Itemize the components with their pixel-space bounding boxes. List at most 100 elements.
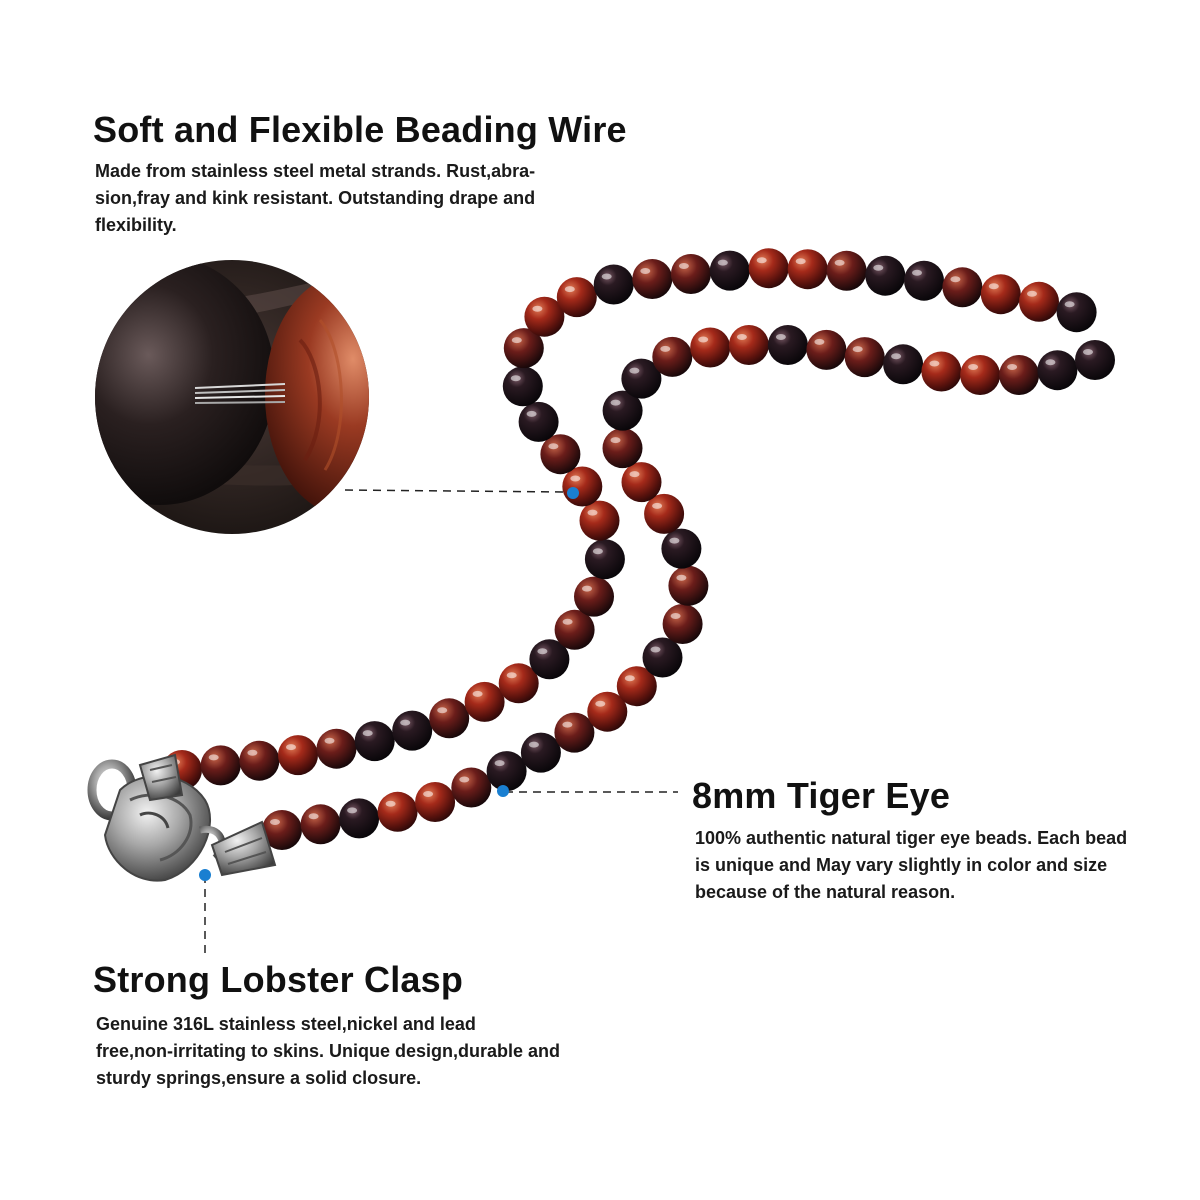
- bead-highlight: [537, 648, 548, 655]
- bead: [1037, 350, 1078, 391]
- bead-highlight: [400, 719, 411, 726]
- bead: [602, 428, 643, 469]
- clasp-description-line: Genuine 316L stainless steel,nickel and …: [96, 1014, 476, 1034]
- clasp-description-line: free,non-irritating to skins. Unique des…: [96, 1041, 561, 1061]
- bead-highlight: [629, 367, 640, 374]
- bead: [464, 681, 505, 722]
- bead: [661, 528, 702, 569]
- bead-highlight: [564, 286, 575, 293]
- bead-highlight: [270, 819, 280, 825]
- wire-description-line: Made from stainless steel metal strands.…: [95, 161, 536, 181]
- bead-highlight: [570, 475, 581, 482]
- bead: [502, 366, 543, 407]
- bead: [883, 344, 924, 385]
- bead: [709, 250, 750, 291]
- bead-highlight: [247, 749, 258, 756]
- bead-highlight: [548, 443, 559, 450]
- bead: [278, 735, 318, 776]
- bead: [787, 249, 828, 290]
- bead: [1056, 292, 1097, 333]
- bead: [865, 255, 906, 296]
- bead: [767, 325, 808, 365]
- bead-highlight: [717, 259, 728, 266]
- bead-highlight: [308, 813, 319, 820]
- bead: [668, 565, 709, 606]
- bead: [429, 698, 470, 739]
- bead: [960, 355, 1001, 395]
- clasp-description: Genuine 316L stainless steel,nickel and …: [96, 1011, 616, 1092]
- bead: [316, 728, 357, 769]
- bead-highlight: [208, 754, 219, 761]
- bead-highlight: [640, 268, 651, 274]
- bead-highlight: [650, 646, 661, 653]
- bead-highlight: [660, 345, 671, 352]
- bead-highlight: [1007, 364, 1018, 370]
- bead: [579, 500, 620, 541]
- bead: [451, 767, 492, 808]
- bead-highlight: [423, 791, 434, 797]
- bead: [942, 267, 983, 308]
- wire-description: Made from stainless steel metal strands.…: [95, 158, 655, 239]
- bead-highlight: [988, 283, 999, 290]
- bead-highlight: [610, 437, 621, 444]
- bead: [844, 337, 885, 378]
- bead-highlight: [601, 273, 612, 280]
- bead: [392, 710, 433, 751]
- bead-highlight: [562, 721, 573, 728]
- bead-highlight: [736, 334, 747, 340]
- bead-highlight: [532, 305, 543, 312]
- bead-highlight: [324, 737, 335, 744]
- bead-highlight: [670, 613, 681, 619]
- bead-highlight: [814, 338, 825, 345]
- bead-highlight: [286, 744, 296, 751]
- bead: [728, 325, 769, 365]
- bead-highlight: [1064, 301, 1075, 308]
- bead: [621, 462, 662, 503]
- bead: [486, 751, 527, 792]
- bead: [574, 576, 614, 617]
- lobster-clasp-image: [87, 753, 277, 882]
- bead-highlight: [795, 258, 806, 265]
- bead-highlight: [834, 259, 845, 266]
- bead-highlight: [968, 364, 979, 370]
- wire-description-line: flexibility.: [95, 215, 177, 235]
- bead-highlight: [652, 502, 663, 509]
- bead-highlight: [629, 471, 640, 478]
- bead-highlight: [676, 574, 687, 581]
- wire-closeup-image: [95, 260, 369, 534]
- bead-highlight: [624, 675, 635, 682]
- bead-highlight: [1027, 290, 1037, 297]
- bead: [593, 264, 634, 305]
- bead-highlight: [950, 276, 961, 283]
- bead: [999, 355, 1040, 395]
- bead-highlight: [506, 672, 517, 679]
- bead: [1019, 281, 1059, 322]
- bead: [826, 250, 867, 291]
- bead-highlight: [756, 257, 767, 264]
- bead: [921, 351, 962, 392]
- wire-title: Soft and Flexible Beading Wire: [93, 109, 627, 150]
- bead-highlight: [459, 776, 470, 783]
- bead-highlight: [362, 730, 373, 737]
- bead: [200, 745, 241, 786]
- bead-highlight: [873, 264, 884, 271]
- wire-description-line: sion,fray and kink resistant. Outstandin…: [95, 188, 536, 208]
- bead: [554, 712, 595, 753]
- bead: [584, 539, 625, 580]
- bead-highlight: [472, 690, 483, 697]
- beads-description-line: because of the natural reason.: [695, 882, 956, 902]
- bead-highlight: [592, 548, 603, 555]
- bead: [690, 327, 731, 368]
- bead-highlight: [678, 263, 689, 269]
- bead: [652, 336, 693, 377]
- bead-highlight: [595, 700, 606, 707]
- bead-highlight: [528, 741, 539, 748]
- bead-highlight: [610, 399, 621, 406]
- bead: [239, 740, 280, 781]
- bead-highlight: [582, 585, 592, 592]
- bead-highlight: [669, 537, 680, 544]
- bead-highlight: [698, 336, 709, 343]
- marker-wire: [567, 487, 579, 499]
- beads-description-line: is unique and May vary slightly in color…: [695, 855, 1108, 875]
